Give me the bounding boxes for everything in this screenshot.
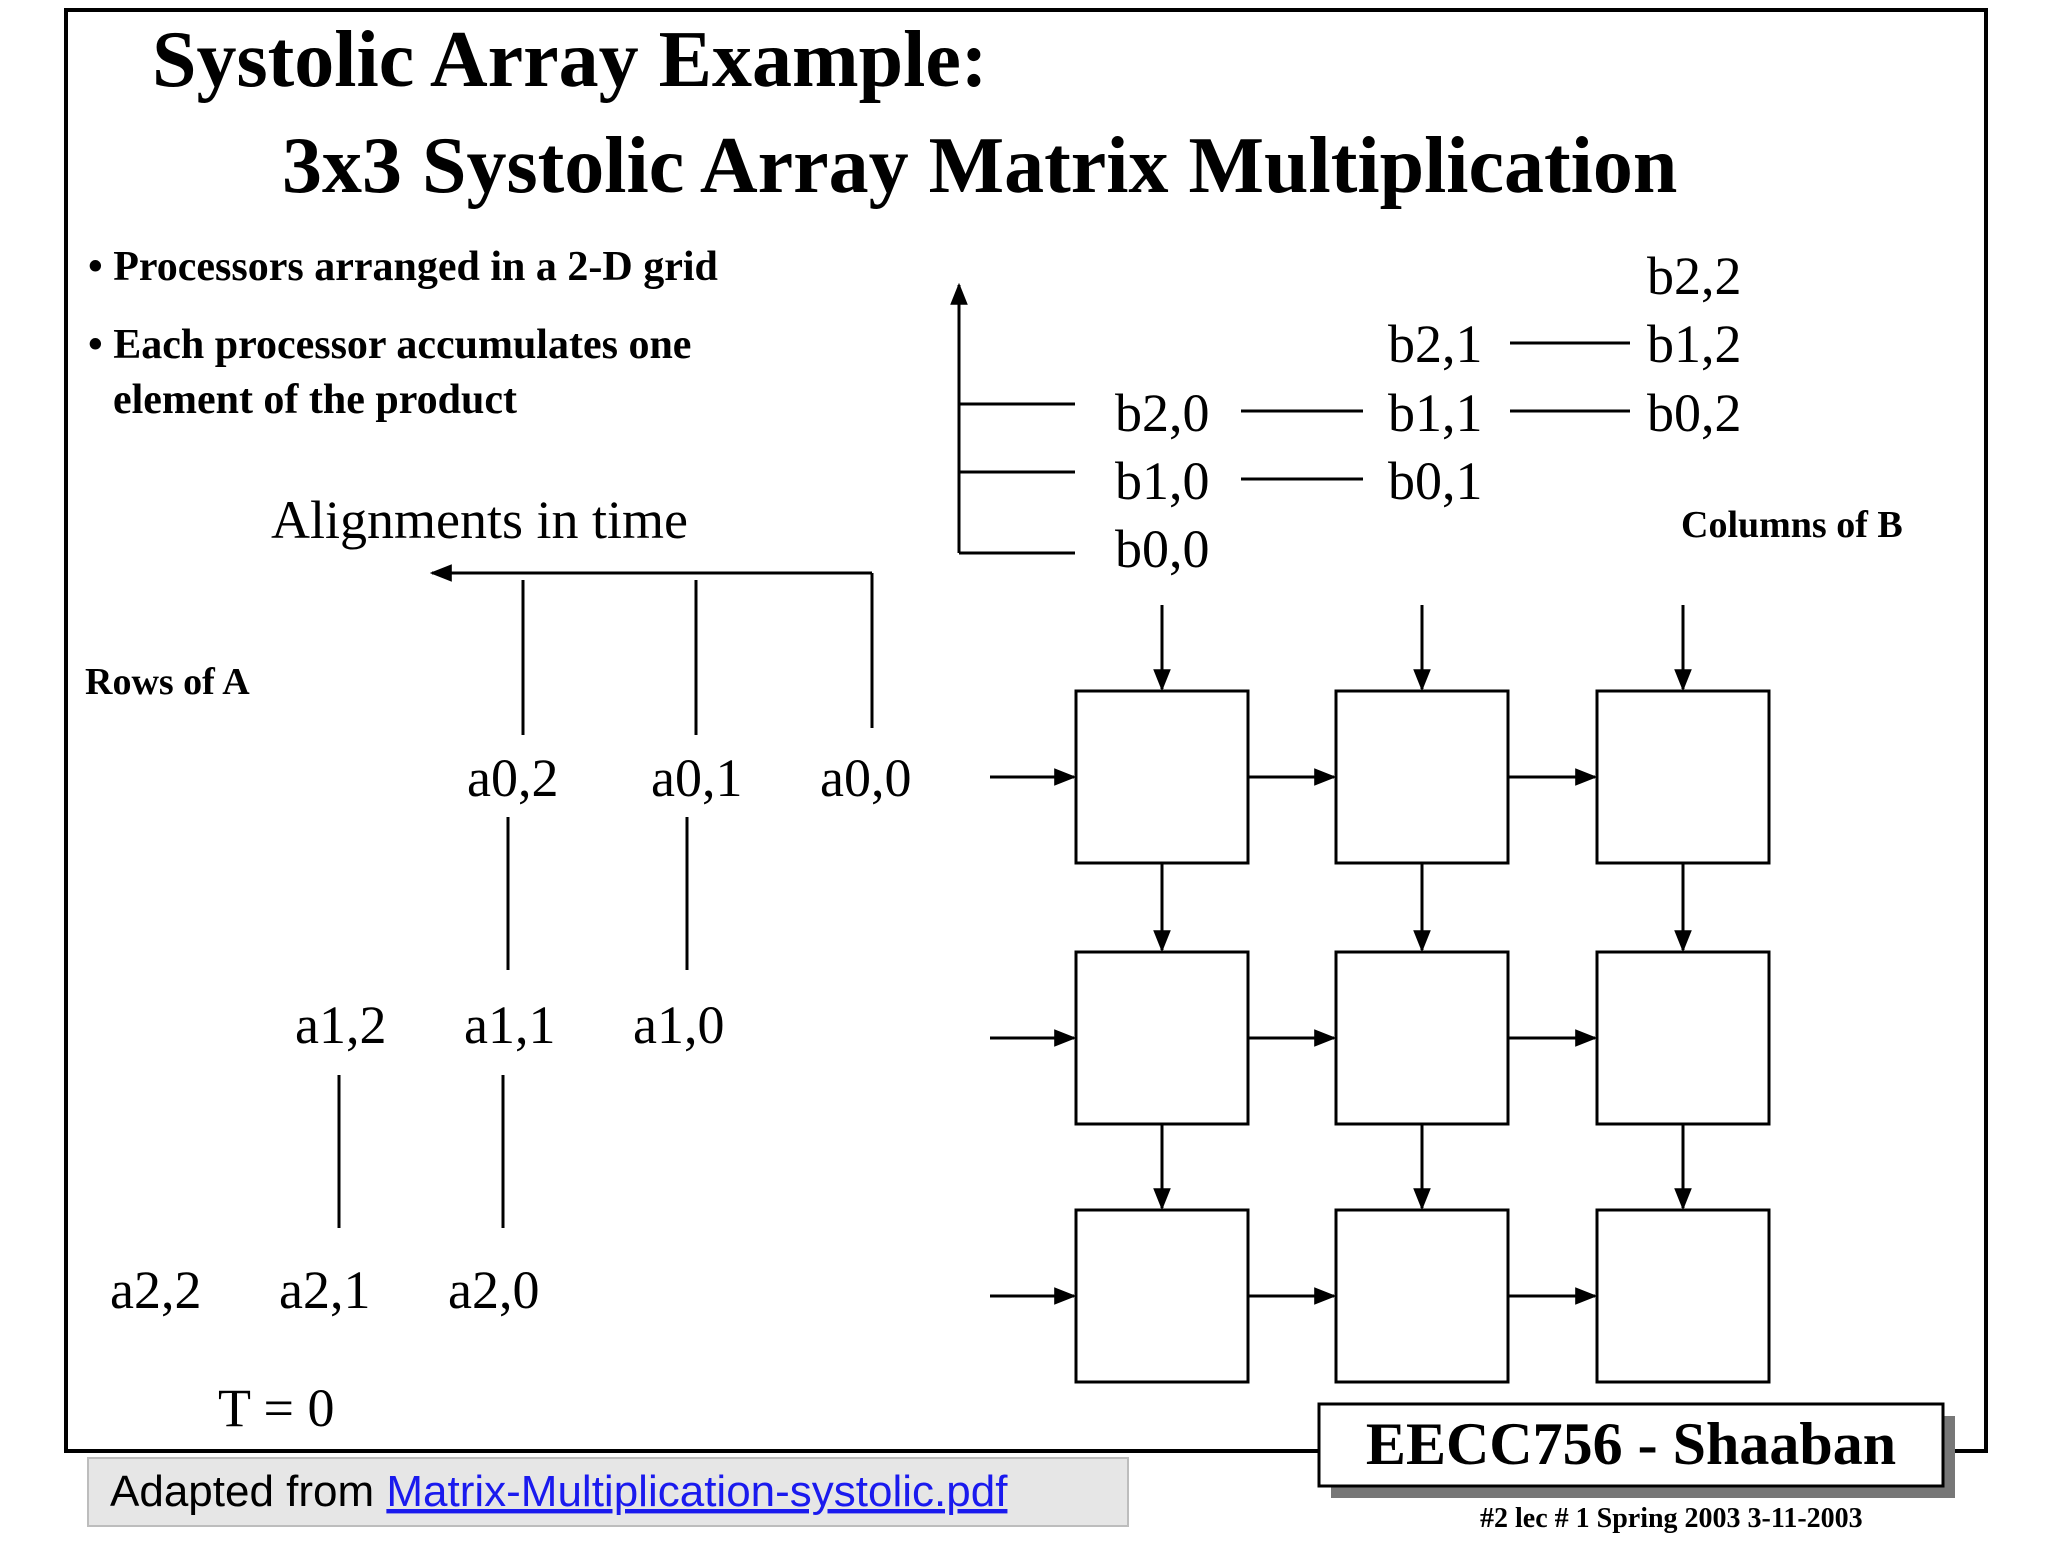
processor-cell — [1595, 689, 1771, 865]
b-col-2: b2,2 b1,2 b0,2 — [1647, 246, 1742, 443]
a-element: a0,1 — [651, 748, 742, 808]
b-element: b0,0 — [1115, 519, 1210, 579]
b-element: b1,1 — [1388, 383, 1483, 443]
attribution-background — [87, 1457, 1129, 1527]
a-connectors — [337, 817, 689, 1228]
processor-cell — [1334, 689, 1510, 865]
processor-cell — [1595, 1208, 1771, 1384]
b-element: b2,2 — [1647, 246, 1742, 306]
a-row-0: a0,2 a0,1 a0,0 — [467, 748, 911, 808]
alignments-label: Alignments in time — [271, 490, 688, 550]
footer-brand-box — [1317, 1402, 1945, 1488]
b-col-0: b2,0 b1,0 b0,0 — [1115, 383, 1210, 579]
rows-of-a-label: Rows of A — [85, 661, 250, 703]
processor-cell — [1074, 689, 1250, 865]
attribution-text: Adapted from Matrix-Multiplication-systo… — [110, 1467, 1008, 1516]
a-element: a0,2 — [467, 748, 558, 808]
footer-info: #2 lec # 1 Spring 2003 3-11-2003 — [1480, 1503, 1863, 1534]
b-element: b0,2 — [1647, 383, 1742, 443]
source-pdf-link[interactable]: Matrix-Multiplication-systolic.pdf — [386, 1467, 1008, 1516]
title-line-2: 3x3 Systolic Array Matrix Multiplication — [282, 122, 1677, 210]
a-element: a2,0 — [448, 1260, 539, 1320]
a-element: a2,2 — [110, 1260, 201, 1320]
columns-of-b-label: Columns of B — [1681, 504, 1903, 546]
b-element: b0,1 — [1388, 451, 1483, 511]
processor-grid — [990, 605, 1771, 1384]
a-element: a0,0 — [820, 748, 911, 808]
a-element: a2,1 — [279, 1260, 370, 1320]
b-col-1: b2,1 b1,1 b0,1 — [1388, 314, 1483, 511]
processor-cell — [1595, 950, 1771, 1126]
processor-cell — [1334, 950, 1510, 1126]
footer-brand: EECC756 - Shaaban — [1317, 1402, 1955, 1498]
bullet-2-cont: element of the product — [113, 377, 517, 423]
a-element: a1,2 — [295, 995, 386, 1055]
time-label: T = 0 — [218, 1378, 334, 1438]
b-element: b2,0 — [1115, 383, 1210, 443]
a-row-2: a2,2 a2,1 a2,0 — [110, 1260, 539, 1320]
bullet-1: • Processors arranged in a 2-D grid — [88, 244, 718, 290]
b-element: b1,0 — [1115, 451, 1210, 511]
a-element: a1,0 — [633, 995, 724, 1055]
processor-cell — [1074, 1208, 1250, 1384]
alignment-bracket — [429, 564, 874, 735]
attribution-bar: Adapted from Matrix-Multiplication-systo… — [87, 1457, 1129, 1527]
title-line-1: Systolic Array Example: — [152, 16, 987, 104]
attribution-prefix: Adapted from — [110, 1467, 386, 1516]
b-element: b1,2 — [1647, 314, 1742, 374]
b-connectors — [1241, 341, 1630, 481]
b-element: b2,1 — [1388, 314, 1483, 374]
b-bracket — [950, 282, 1075, 555]
bullet-2: • Each processor accumulates one — [88, 322, 691, 368]
a-element: a1,1 — [464, 995, 555, 1055]
processor-cell — [1334, 1208, 1510, 1384]
a-row-1: a1,2 a1,1 a1,0 — [295, 995, 724, 1055]
processor-cell — [1074, 950, 1250, 1126]
footer-brand-text: EECC756 - Shaaban — [1366, 1411, 1896, 1477]
